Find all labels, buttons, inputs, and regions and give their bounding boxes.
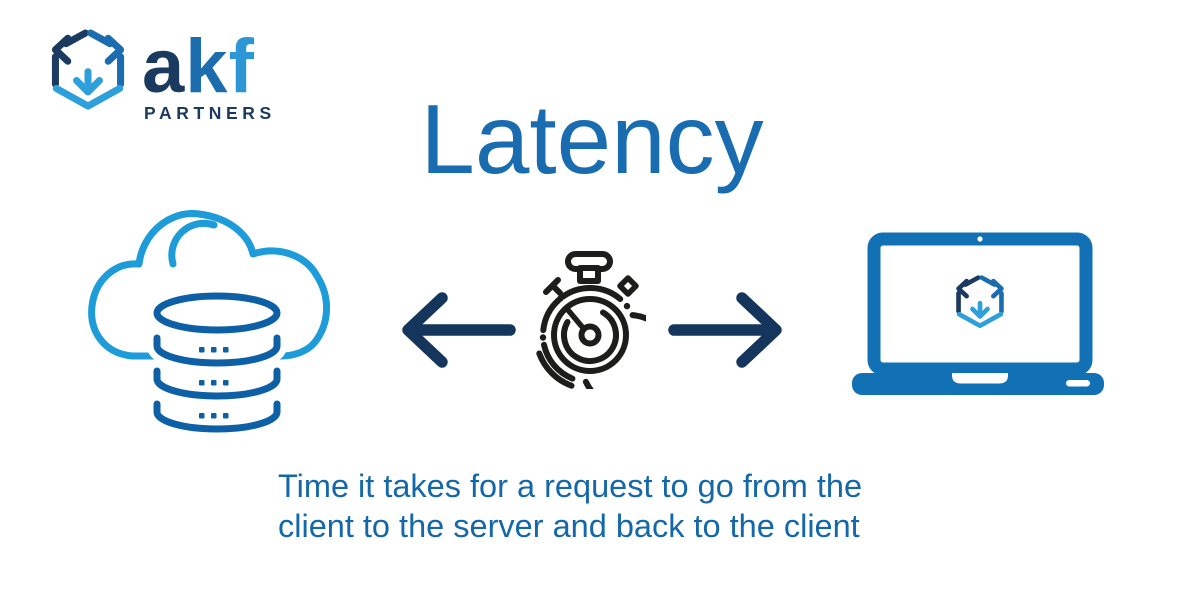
brand-logo: akf PARTNERS	[44, 22, 276, 124]
webcam-dot	[977, 236, 983, 242]
brand-letter-a: a	[142, 24, 186, 109]
base-dash	[1066, 380, 1090, 387]
stopwatch-tick-dots	[539, 295, 631, 341]
brand-letter-k: k	[185, 24, 229, 109]
arrow-left-icon	[402, 292, 516, 368]
caption: Time it takes for a request to go from t…	[278, 466, 948, 546]
database-shape	[153, 292, 281, 433]
arrow-right-icon	[668, 292, 782, 368]
brand-wordmark: akf PARTNERS	[142, 22, 276, 124]
caption-line-1: Time it takes for a request to go from t…	[278, 468, 863, 504]
stopwatch-icon	[536, 251, 646, 389]
cloud-database-icon	[88, 210, 331, 437]
trackpad-notch	[952, 373, 1008, 384]
cloud-shape	[88, 210, 331, 360]
brand-name: akf	[142, 29, 276, 105]
brand-tagline: PARTNERS	[144, 103, 276, 124]
page-title: Latency	[420, 84, 764, 194]
caption-line-2: client to the server and back to the cli…	[278, 508, 860, 544]
laptop-icon	[852, 232, 1104, 395]
laptop-base	[852, 373, 1104, 395]
brand-letter-f: f	[228, 24, 255, 109]
database-dots	[199, 347, 229, 419]
